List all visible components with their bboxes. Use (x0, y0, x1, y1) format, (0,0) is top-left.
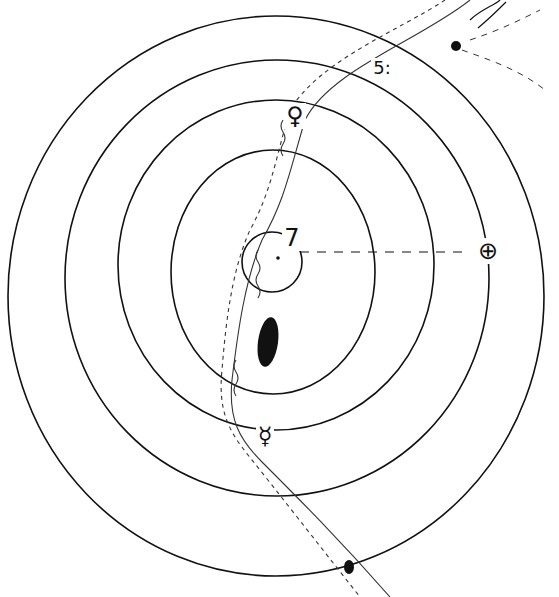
planet-dot (344, 560, 354, 574)
venus-symbol: ♀ (284, 103, 306, 129)
orbit (65, 60, 489, 496)
callout-number: 7 (282, 225, 301, 251)
planet-dot (451, 41, 461, 51)
orbit (118, 100, 434, 430)
mercury-symbol: ☿ (256, 423, 275, 449)
band (221, 0, 470, 597)
orbit (171, 150, 375, 394)
callout-number: 5: (371, 58, 393, 78)
dashed-line (300, 251, 470, 252)
black-oval (255, 316, 282, 368)
outer-orbit (8, 16, 544, 576)
scribble (470, 0, 506, 28)
earth-symbol: ⊕ (476, 238, 500, 264)
dashed-trail (462, 10, 545, 90)
center-dot (276, 256, 280, 260)
